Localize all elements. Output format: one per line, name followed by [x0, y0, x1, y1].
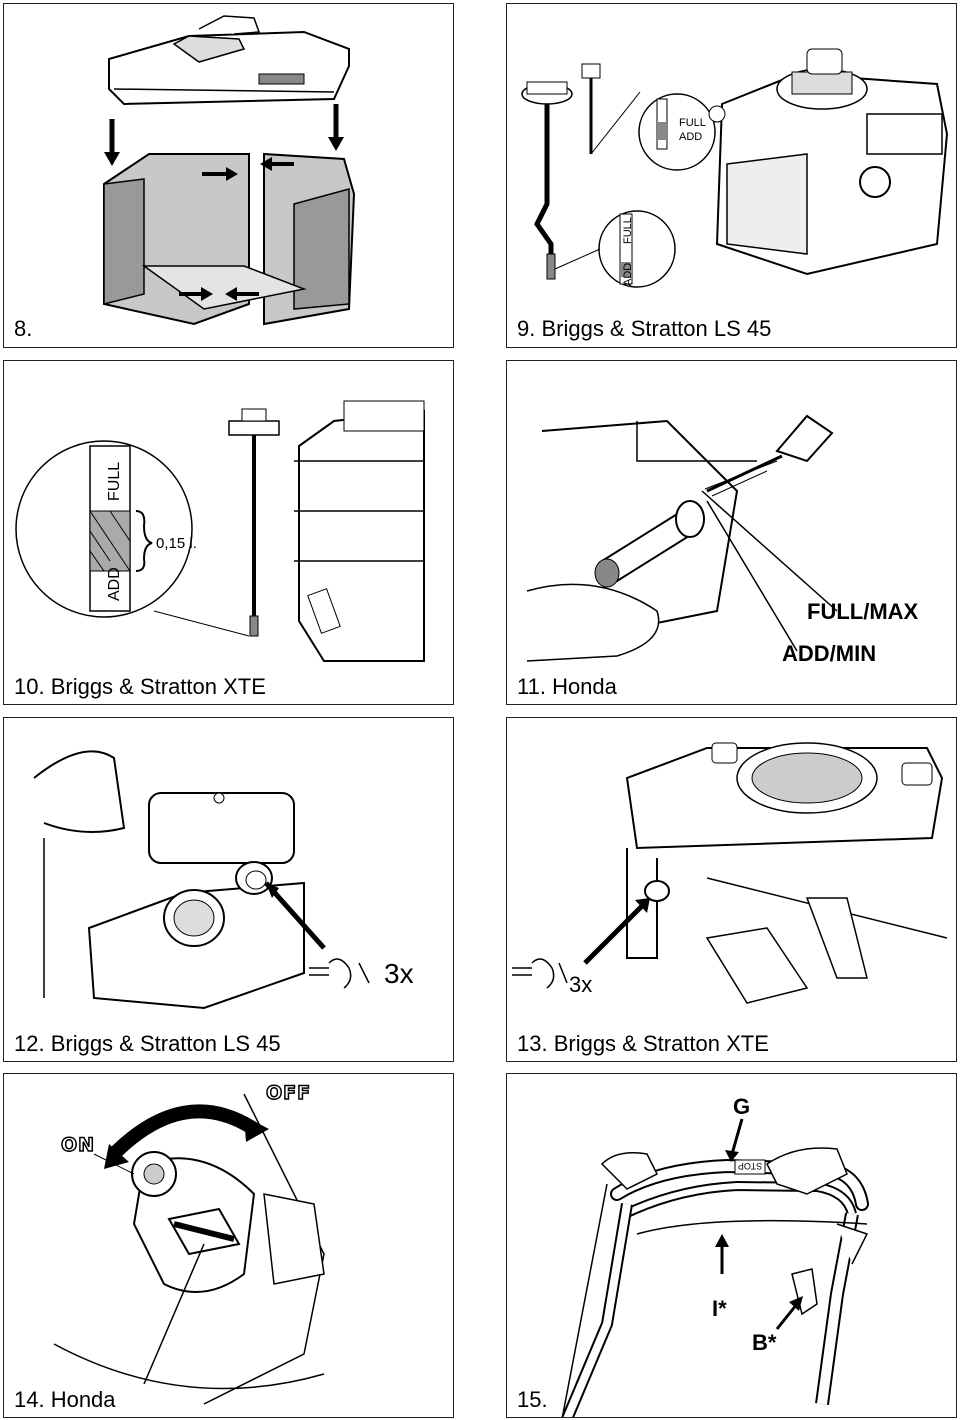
- honda-oil-filler-illustration: [526, 414, 838, 662]
- panel-10: FULL ADD 0,15 l. 10. Briggs & Stratton X…: [3, 360, 454, 705]
- dipstick-xte-illustration: FULL ADD 0,15 l.: [15, 400, 425, 662]
- panel-14: ON OFF 14. Honda: [3, 1073, 454, 1418]
- panel-13: 3x 13. Briggs & Stratton XTE: [506, 717, 957, 1062]
- panel-caption: 8.: [14, 316, 33, 341]
- on-label: ON: [60, 1133, 96, 1157]
- primer-bulb-xte-illustration: [512, 742, 948, 1004]
- add-mark-label: ADD: [106, 567, 123, 601]
- panel-caption: 13. Briggs & Stratton XTE: [517, 1031, 769, 1056]
- panel-caption: 14. Honda: [14, 1387, 116, 1412]
- panel-8: 8.: [3, 3, 454, 348]
- panel-caption: 10. Briggs & Stratton XTE: [14, 674, 266, 699]
- panel-11: FULL/MAX ADD/MIN 11. Honda: [506, 360, 957, 705]
- dipstick-engine-illustration: FULL ADD ADD FULL: [521, 48, 949, 288]
- honda-fuel-valve-illustration: [53, 1093, 325, 1405]
- panel-caption: 11. Honda: [517, 674, 617, 699]
- add-min-label: ADD/MIN: [782, 641, 877, 666]
- full-mark-label: FULL: [106, 462, 123, 501]
- press-count-label: 3x: [569, 972, 593, 997]
- oil-volume-label: 0,15 l.: [156, 535, 197, 552]
- i-label: I*: [712, 1296, 727, 1321]
- press-count-label: 3x: [384, 958, 414, 989]
- full-mark-label: FULL: [679, 117, 706, 129]
- g-label: G: [733, 1094, 751, 1119]
- panel-15: STOP G I* B* 15.: [506, 1073, 957, 1418]
- off-label: OFF: [265, 1081, 312, 1105]
- b-label: B*: [752, 1330, 777, 1355]
- primer-bulb-ls45-illustration: [33, 750, 370, 1010]
- full-max-label: FULL/MAX: [807, 599, 919, 624]
- panel-caption: 15.: [517, 1387, 548, 1412]
- stop-text: STOP: [738, 1161, 762, 1171]
- full-mark-label: FULL: [622, 217, 634, 244]
- panel-caption: 9. Briggs & Stratton LS 45: [517, 316, 772, 341]
- panel-12: 3x 12. Briggs & Stratton LS 45: [3, 717, 454, 1062]
- panel-caption: 12. Briggs & Stratton LS 45: [14, 1031, 281, 1056]
- add-mark-label: ADD: [622, 263, 634, 286]
- add-mark-label: ADD: [679, 131, 702, 143]
- panel-9: FULL ADD ADD FULL 9. Briggs & Stratton L…: [506, 3, 957, 348]
- handle-controls-illustration: STOP: [561, 1118, 869, 1417]
- grass-bag-assembly-illustration: [103, 15, 356, 326]
